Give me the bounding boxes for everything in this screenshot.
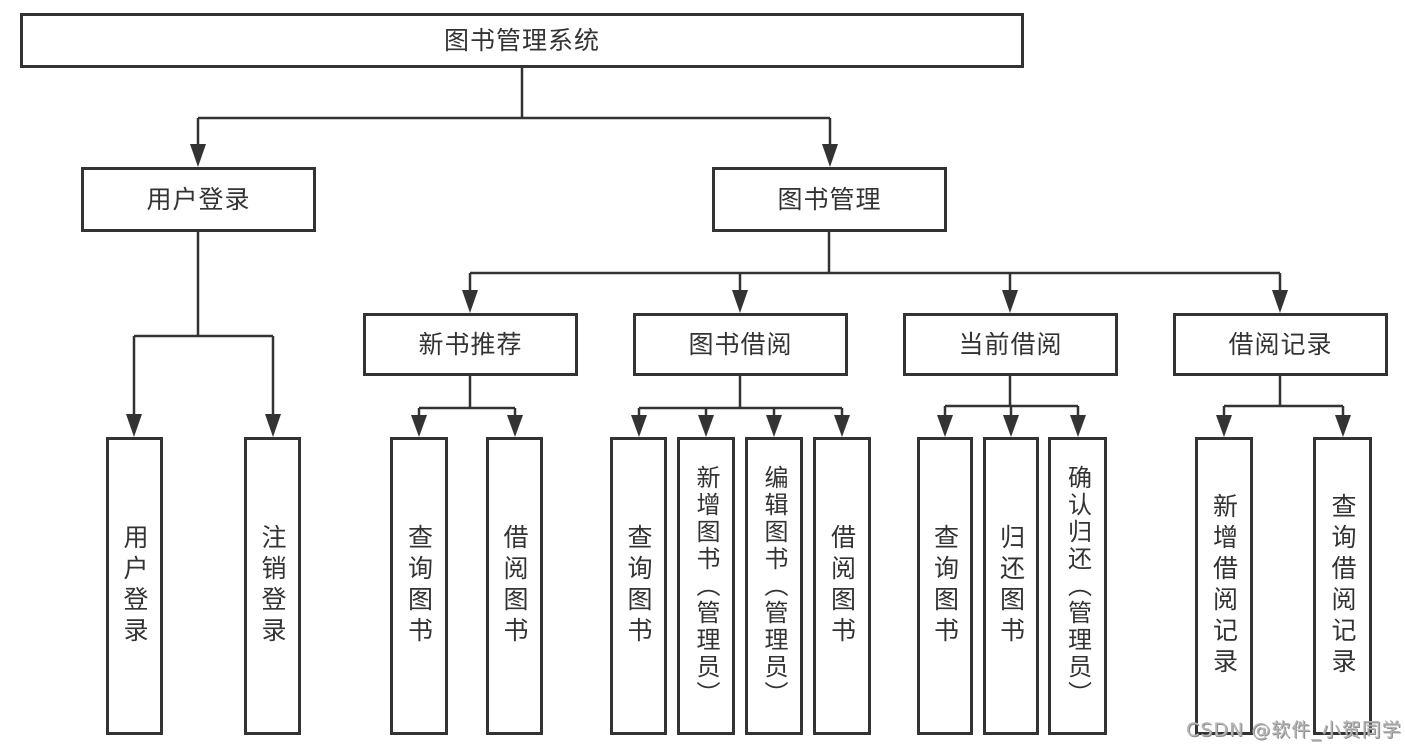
leaf-label: 确认归还（管理员） <box>1063 464 1092 708</box>
node-user-login: 用户登录 <box>81 167 316 232</box>
leaf-label: 编辑图书（管理员） <box>760 464 788 708</box>
leaf-edit-books-admin: 编辑图书（管理员） <box>745 437 803 735</box>
arrowhead <box>631 415 647 437</box>
leaf-borrow-books: 借阅图书 <box>486 437 543 735</box>
leaf-query-books: 查询图书 <box>390 437 448 735</box>
arrowhead <box>265 414 281 437</box>
node-label: 新书推荐 <box>418 330 523 359</box>
arrowhead <box>1003 415 1019 437</box>
node-book-management: 图书管理 <box>712 167 947 232</box>
arrowhead <box>732 290 748 313</box>
arrowhead <box>411 415 427 437</box>
leaf-label: 查询图书 <box>404 524 434 648</box>
leaf-label: 查询图书 <box>624 524 653 648</box>
arrowhead <box>1216 415 1232 437</box>
leaf-label: 用户登录 <box>120 524 149 648</box>
leaf-query-borrow-record: 查询借阅记录 <box>1313 437 1372 735</box>
arrowhead <box>126 414 142 437</box>
leaf-confirm-return-admin: 确认归还（管理员） <box>1048 437 1107 735</box>
leaf-label: 借阅图书 <box>500 524 529 648</box>
node-label: 图书借阅 <box>688 330 793 359</box>
leaf-add-books-admin: 新增图书（管理员） <box>677 437 735 735</box>
node-label: 用户登录 <box>146 185 251 214</box>
arrowhead <box>1335 415 1351 437</box>
leaf-query-books: 查询图书 <box>917 437 973 735</box>
leaf-add-borrow-record: 新增借阅记录 <box>1195 437 1253 735</box>
leaf-label: 查询借阅记录 <box>1328 493 1357 679</box>
arrowhead <box>698 415 714 437</box>
arrowhead <box>190 144 206 167</box>
leaf-logout: 注销登录 <box>244 437 301 735</box>
arrowhead <box>1002 290 1018 313</box>
arrowhead <box>766 415 782 437</box>
arrowhead <box>834 415 850 437</box>
leaf-label: 归还图书 <box>996 524 1026 648</box>
leaf-label: 查询图书 <box>930 524 960 648</box>
arrowhead <box>822 144 838 167</box>
leaf-label: 注销登录 <box>258 524 287 648</box>
leaf-label: 新增借阅记录 <box>1209 493 1239 679</box>
node-label: 图书管理系统 <box>443 26 600 55</box>
arrowhead <box>507 415 523 437</box>
node-label: 图书管理 <box>777 185 882 214</box>
leaf-label: 新增图书（管理员） <box>692 464 720 708</box>
arrowhead <box>462 290 478 313</box>
node-book-borrow: 图书借阅 <box>633 313 848 376</box>
csdn-watermark: CSDN @软件_小贺同学 <box>1186 719 1402 741</box>
node-new-book-recommend: 新书推荐 <box>363 313 578 376</box>
node-current-borrow: 当前借阅 <box>903 313 1118 376</box>
leaf-query-books: 查询图书 <box>610 437 667 735</box>
node-borrow-records: 借阅记录 <box>1173 313 1388 376</box>
arrowhead <box>1070 415 1086 437</box>
node-label: 借阅记录 <box>1228 330 1333 359</box>
arrowhead <box>937 415 953 437</box>
node-label: 当前借阅 <box>958 330 1063 359</box>
leaf-return-books: 归还图书 <box>983 437 1039 735</box>
node-library-management-system: 图书管理系统 <box>20 13 1024 68</box>
leaf-user-login: 用户登录 <box>106 437 163 735</box>
arrowhead <box>1272 290 1288 313</box>
leaf-borrow-books: 借阅图书 <box>813 437 871 735</box>
leaf-label: 借阅图书 <box>827 524 857 648</box>
